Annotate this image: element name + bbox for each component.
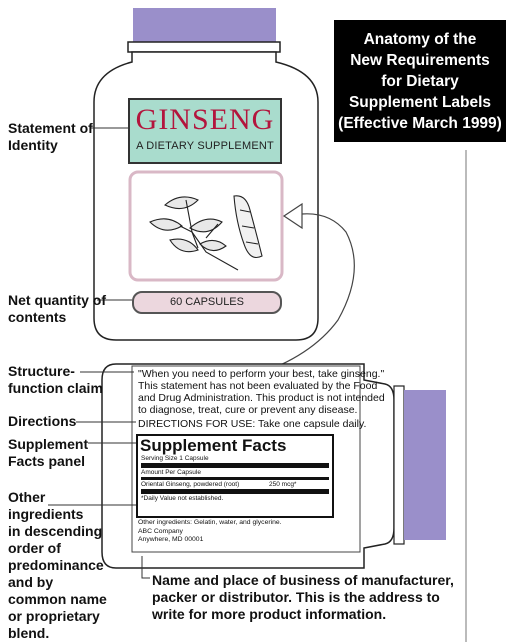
arrow-head-icon bbox=[282, 202, 303, 230]
side-cap bbox=[404, 390, 446, 540]
callout-line: contents bbox=[8, 309, 67, 325]
callout-line: Name and place of business of manufactur… bbox=[152, 572, 454, 588]
back-label-border bbox=[131, 365, 361, 553]
callout-line: Other bbox=[8, 489, 46, 505]
other-ingredients-text: Other ingredients: Gelatin, water, and g… bbox=[138, 519, 282, 526]
title-line: Anatomy of the bbox=[363, 30, 477, 48]
side-cap-ring bbox=[393, 385, 405, 545]
callout-line: Directions bbox=[8, 413, 77, 429]
callout-line: packer or distributor. This is the addre… bbox=[152, 589, 440, 605]
ingredient-amount: 250 mcg* bbox=[269, 481, 297, 488]
claim-line: This statement has not been evaluated by… bbox=[138, 380, 378, 392]
callout-line: predominance bbox=[8, 557, 104, 573]
thick-rule bbox=[141, 463, 329, 468]
title-line: (Effective March 1999) bbox=[338, 114, 502, 132]
ingredient-row: Oriental Ginseng, powdered (root) 250 mc… bbox=[141, 481, 332, 488]
ingredient-name: Oriental Ginseng, powdered (root) bbox=[141, 481, 240, 488]
callout-manufacturer: Name and place of business of manufactur… bbox=[152, 572, 454, 623]
callout-line: Structure- bbox=[8, 363, 75, 379]
company-line: Anywhere, MD 00001 bbox=[138, 536, 204, 543]
leader-lines bbox=[48, 127, 150, 579]
title-line: New Requirements bbox=[350, 51, 490, 69]
company-info: ABC Company Anywhere, MD 00001 bbox=[138, 528, 203, 544]
thick-rule bbox=[141, 489, 329, 494]
callout-line: Facts panel bbox=[8, 453, 86, 469]
callout-line: write for more product information. bbox=[152, 606, 387, 622]
diagram-title: Anatomy of the New Requirements for Diet… bbox=[334, 20, 506, 142]
callout-line: ingredients bbox=[8, 506, 84, 522]
callout-line: or proprietary bbox=[8, 608, 100, 624]
title-line: Supplement Labels bbox=[348, 93, 492, 111]
product-name: GINSENG bbox=[135, 103, 275, 136]
claim-line: and Drug Administration. This product is… bbox=[138, 392, 385, 404]
ginseng-plant-icon bbox=[149, 195, 263, 271]
facts-title: Supplement Facts bbox=[140, 436, 287, 455]
capsule-count-pill: 60 CAPSULES bbox=[132, 291, 282, 314]
callout-line: Statement of bbox=[8, 120, 93, 136]
claim-line: to diagnose, treat, cure or prevent any … bbox=[138, 404, 358, 416]
callout-line: and by bbox=[8, 574, 54, 590]
callout-structure-function: Structure- function claim bbox=[8, 363, 103, 397]
amount-per-capsule: Amount Per Capsule bbox=[141, 469, 201, 476]
facts-footnote: *Daily Value not established. bbox=[141, 495, 224, 502]
callout-other-ingredients: Other ingredients in descending order of… bbox=[8, 489, 107, 642]
directions-text: DIRECTIONS FOR USE: Take one capsule dai… bbox=[138, 418, 367, 430]
thin-rule bbox=[141, 477, 329, 480]
supplement-facts-panel: Supplement Facts Serving Size 1 Capsule … bbox=[136, 434, 334, 518]
callout-directions: Directions bbox=[8, 413, 76, 430]
bottle-cap bbox=[133, 8, 276, 42]
callout-line: blend. bbox=[8, 625, 50, 641]
claim-line: "When you need to perform your best, tak… bbox=[138, 368, 385, 380]
callout-line: Net quantity of bbox=[8, 292, 106, 308]
callout-line: common name bbox=[8, 591, 107, 607]
callout-line: order of bbox=[8, 540, 61, 556]
company-line: ABC Company bbox=[138, 528, 183, 535]
callout-line: function claim bbox=[8, 380, 103, 396]
serving-size: Serving Size 1 Capsule bbox=[141, 455, 209, 462]
callout-net-quantity: Net quantity of contents bbox=[8, 292, 106, 326]
cap-ring bbox=[127, 41, 281, 53]
callout-identity: Statement of Identity bbox=[8, 120, 93, 154]
callout-line: Identity bbox=[8, 137, 58, 153]
callout-line: Supplement bbox=[8, 436, 89, 452]
callout-supplement-facts: Supplement Facts panel bbox=[8, 436, 88, 470]
structure-function-claim: "When you need to perform your best, tak… bbox=[138, 368, 385, 416]
front-label-panel: GINSENG A DIETARY SUPPLEMENT bbox=[128, 98, 282, 164]
title-line: for Dietary bbox=[381, 72, 459, 90]
callout-line: in descending bbox=[8, 523, 103, 539]
product-subtitle: A DIETARY SUPPLEMENT bbox=[136, 140, 274, 152]
